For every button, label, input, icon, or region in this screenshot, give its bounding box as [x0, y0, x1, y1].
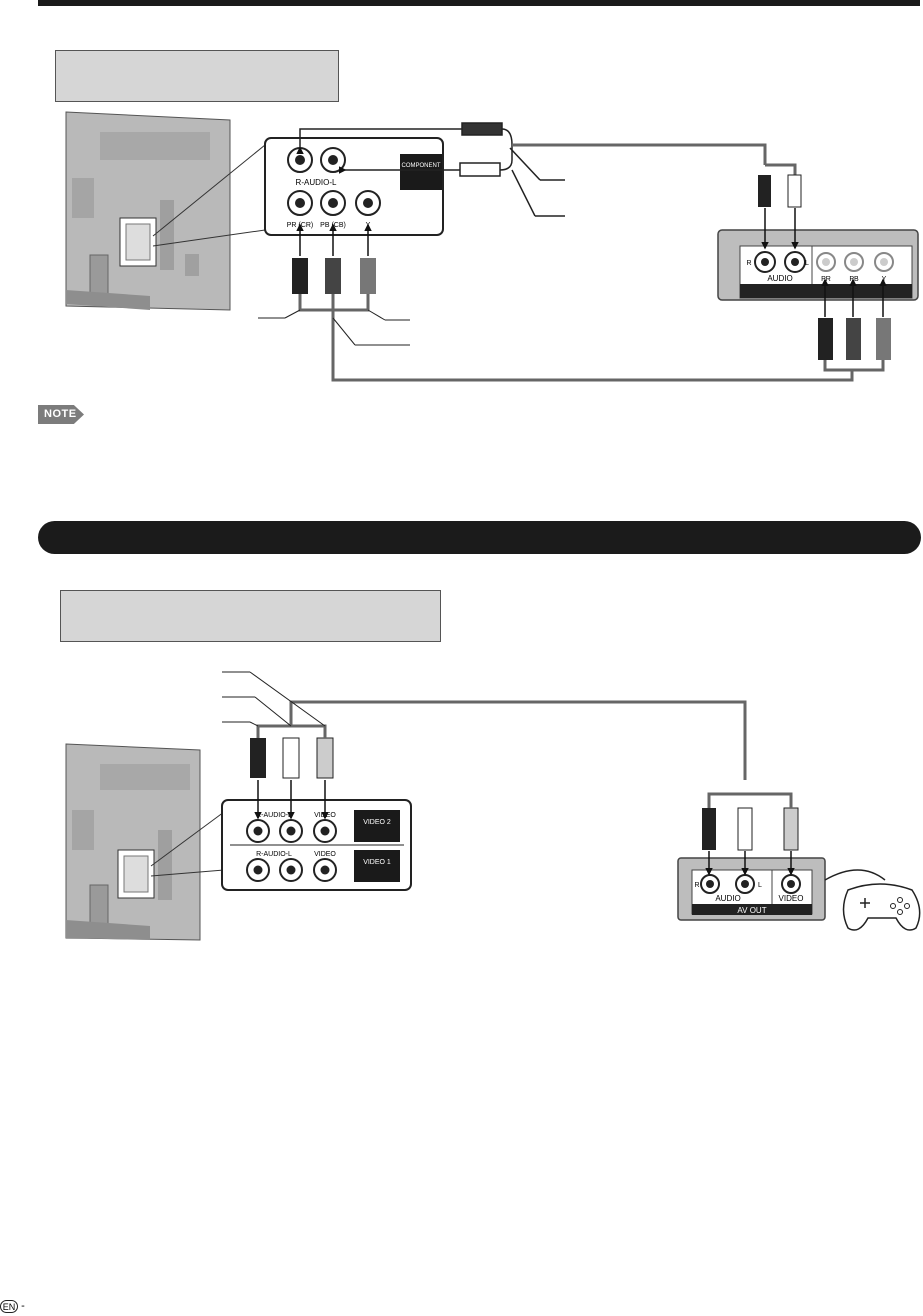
device-l-label: L: [805, 260, 809, 267]
gamepad-icon: [842, 883, 921, 931]
component-cable-top: [258, 223, 854, 382]
game-r-label: R: [694, 882, 699, 889]
game-l-label: L: [758, 882, 762, 889]
game-console-device: R L AUDIO VIDEO AV OUT: [677, 792, 886, 921]
row1-input-label: VIDEO 2: [363, 819, 391, 826]
game-audio-label: AUDIO: [715, 894, 740, 903]
row2-audio-label: R-AUDIO-L: [256, 851, 292, 858]
note-badge: NOTE: [38, 405, 84, 424]
video-input-panel: R-AUDIO-L VIDEO VIDEO 2 R-AUDIO-L VIDEO …: [221, 799, 412, 891]
tv-rear-illustration-bottom: [65, 743, 225, 941]
device-r-label: R: [746, 260, 751, 267]
row2-input-label: VIDEO 1: [363, 859, 391, 866]
audio-cable-top: [296, 122, 797, 217]
av-cable-bottom: [222, 671, 747, 820]
caption-box-top: [55, 50, 339, 102]
device-audio-label: AUDIO: [767, 274, 792, 283]
top-rule: [38, 0, 920, 6]
section-header-bar: [38, 521, 921, 554]
panel-component-label: COMPONENT: [402, 163, 441, 169]
tv-rear-illustration-top: [65, 111, 266, 311]
device-pr-label: PR: [821, 276, 831, 283]
language-badge: EN: [0, 1299, 18, 1313]
panel-audio-label: R-AUDIO-L: [296, 178, 337, 187]
row2-video-label: VIDEO: [314, 851, 336, 858]
game-av-out-label: AV OUT: [737, 906, 766, 915]
component-input-panel: R-AUDIO-L COMPONENT PR (CR) PB (CB) Y: [264, 137, 444, 236]
caption-box-bottom: [60, 590, 441, 642]
source-device-top: R L AUDIO PR PB Y: [717, 174, 919, 372]
page-footer: EN -: [0, 1298, 25, 1314]
footer-dash: -: [21, 1300, 25, 1312]
row1-audio-label: R-AUDIO-L: [256, 812, 292, 819]
device-pb-label: PB: [849, 276, 859, 283]
game-video-label: VIDEO: [779, 894, 804, 903]
